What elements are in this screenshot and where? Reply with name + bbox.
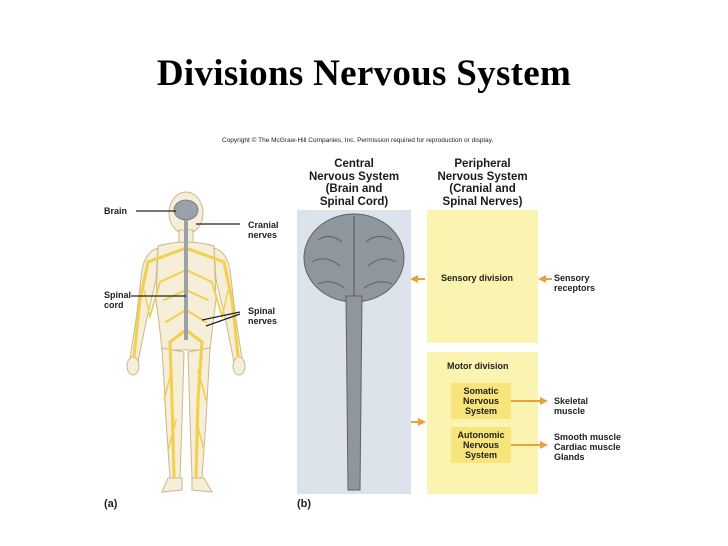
cns-brain-illustration xyxy=(303,213,405,491)
autonomic-line2: Nervous xyxy=(462,440,499,450)
flow-arrows xyxy=(410,275,552,449)
cns-header-line4: Spinal Cord) xyxy=(319,195,389,208)
glands-label: Glands xyxy=(554,452,585,462)
sensory-receptors-label-line2: receptors xyxy=(554,283,596,293)
panel-a-tag: (a) xyxy=(104,498,118,510)
skeletal-muscle-label-line2: muscle xyxy=(554,406,586,416)
label-leader-lines xyxy=(131,210,241,327)
somatic-line1: Somatic xyxy=(463,386,499,396)
spinal-nerves-label-line1: Spinal xyxy=(248,306,276,316)
brain-label: Brain xyxy=(104,206,128,216)
pns-header-line2: Nervous System xyxy=(437,170,528,183)
spinal-cord-label-line2: cord xyxy=(104,300,124,310)
autonomic-line3: System xyxy=(464,450,498,460)
slide-title: Divisions Nervous System xyxy=(156,53,572,94)
panel-b-tag: (b) xyxy=(297,498,312,510)
cns-header-line2: Nervous System xyxy=(308,170,400,183)
body-left-foot xyxy=(161,477,183,493)
spinal-cord-label-line1: Spinal xyxy=(104,290,132,300)
peripheral-nerves xyxy=(132,246,240,478)
body-right-foot xyxy=(191,477,213,493)
skeletal-muscle-label-line1: Skeletal xyxy=(554,396,589,406)
motor-division-label: Motor division xyxy=(447,361,509,371)
human-body-illustration xyxy=(126,191,246,493)
somatic-line2: Nervous xyxy=(462,396,499,406)
smooth-muscle-label: Smooth muscle xyxy=(554,432,622,442)
copyright-notice: Copyright © The McGraw-Hill Companies, I… xyxy=(222,137,494,144)
cns-header: Central Nervous System (Brain and Spinal… xyxy=(297,158,411,208)
body-brain xyxy=(173,199,199,221)
cranial-nerves-label-line1: Cranial xyxy=(248,220,279,230)
body-spinal-cord xyxy=(184,220,188,340)
cardiac-muscle-label: Cardiac muscle xyxy=(554,442,621,452)
somatic-line3: System xyxy=(464,406,498,416)
body-left-hand xyxy=(126,356,140,376)
cns-header-line1: Central xyxy=(334,158,374,170)
cranial-nerves-label-line2: nerves xyxy=(248,230,278,240)
body-right-hand xyxy=(232,356,246,376)
somatic-box xyxy=(451,383,511,419)
pns-header: Peripheral Nervous System (Cranial and S… xyxy=(425,158,540,208)
autonomic-box xyxy=(451,427,511,463)
autonomic-nervous-system-label: Autonomic Nervous System xyxy=(451,430,511,460)
pns-header-line4: Spinal Nerves) xyxy=(442,195,523,208)
autonomic-line1: Autonomic xyxy=(457,430,505,440)
pns-header-line3: (Cranial and xyxy=(449,183,516,195)
pns-motor-region xyxy=(427,352,538,494)
pns-header-line1: Peripheral xyxy=(454,158,511,170)
pns-sensory-region xyxy=(427,210,538,343)
spinal-nerves-label-line2: nerves xyxy=(248,316,278,326)
cns-header-line3: (Brain and xyxy=(325,183,383,195)
sensory-receptors-label-line1: Sensory xyxy=(554,273,590,283)
sensory-division-label: Sensory division xyxy=(441,273,514,283)
somatic-nervous-system-label: Somatic Nervous System xyxy=(451,386,511,416)
